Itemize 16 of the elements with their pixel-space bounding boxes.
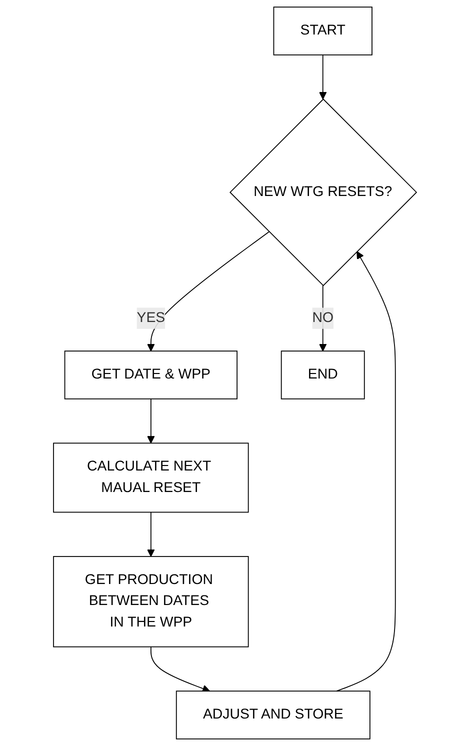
arrow [150, 646, 210, 692]
node-diamond: NEW WTG RESETS? [230, 98, 418, 286]
node-box: END [280, 350, 365, 400]
node-box: ADJUST AND STORE [176, 690, 370, 740]
arrow [147, 231, 270, 352]
arrow [336, 251, 396, 692]
node-box: START [273, 6, 372, 56]
arrow [147, 512, 155, 557]
edge-label: YES [136, 310, 166, 326]
arrow [147, 398, 155, 444]
node-box: GET PRODUCTION BETWEEN DATES IN THE WPP [53, 556, 249, 648]
arrow [318, 285, 327, 352]
edge-label: NO [312, 310, 334, 326]
node-box: CALCULATE NEXT MAUAL RESET [53, 442, 249, 513]
arrow [318, 54, 327, 100]
node-box: GET DATE & WPP [64, 350, 238, 400]
